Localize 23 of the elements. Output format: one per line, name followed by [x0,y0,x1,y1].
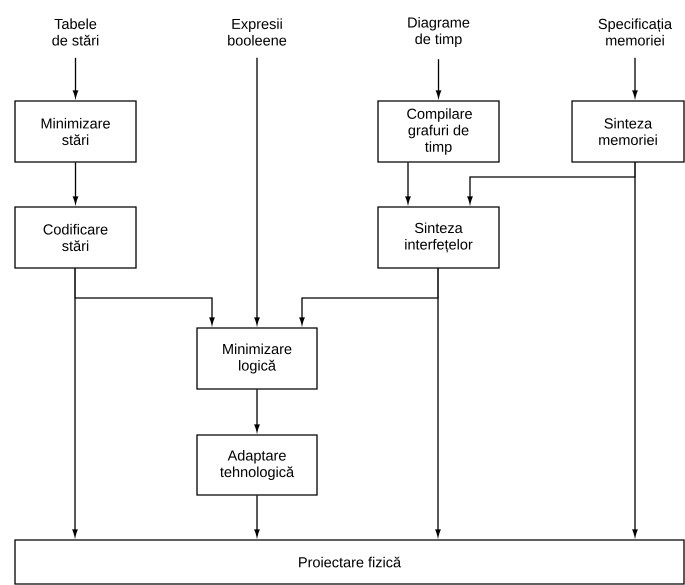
arrow [72,162,78,204]
process-box: Adaptare tehnologică [196,434,318,496]
input-label: Tabele de stări [52,18,98,46]
arrow [405,162,411,204]
process-box: Sinteza memoriei [571,100,685,163]
arrow [632,162,638,537]
process-box: Minimizare stări [14,100,137,163]
input-label: Expresii booleene [228,18,286,46]
input-label: Specificația memoriei [598,18,672,46]
arrow [72,268,78,537]
arrow [435,268,441,537]
process-box: Codificare stări [14,206,137,269]
arrow [72,58,78,98]
arrow [254,390,260,432]
process-box: Minimizare logică [196,327,318,390]
arrow [254,496,260,537]
input-label: Diagrame de timp [408,16,470,47]
process-box: Compilare grafuri de timp [377,100,500,163]
process-box: Sinteza interfețelor [377,206,500,269]
arrow [436,59,442,98]
arrow [632,58,638,98]
arrow [254,58,260,325]
process-band: Proiectare fizică [14,539,685,585]
